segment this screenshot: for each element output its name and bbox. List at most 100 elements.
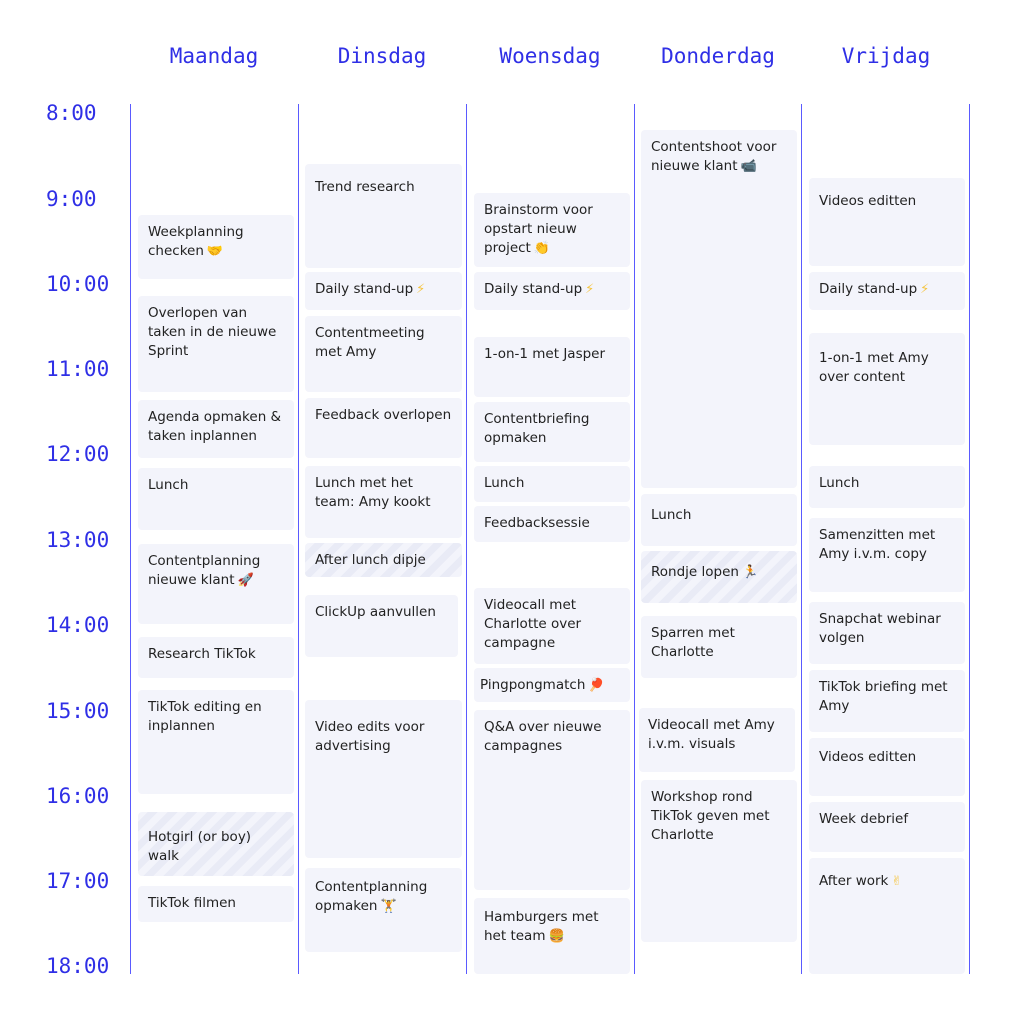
event-card[interactable]: Video edits voor advertising [305, 700, 462, 858]
event-label: Feedbacksessie [484, 515, 590, 531]
event-label: Trend research [315, 179, 415, 195]
event-label: Snapchat webinar volgen [819, 611, 941, 646]
event-label: Contentshoot voor nieuwe klant [651, 139, 777, 174]
event-label: Hamburgers met het team [484, 909, 599, 944]
column-divider [969, 104, 970, 974]
event-card[interactable]: Contentplanning opmaken🏋 [305, 868, 462, 952]
lightning-icon: ⚡ [920, 282, 930, 297]
event-label: TikTok briefing met Amy [819, 679, 948, 714]
event-card[interactable]: Feedback overlopen [305, 398, 462, 458]
event-card[interactable]: Contentshoot voor nieuwe klant📹 [641, 130, 797, 488]
event-label: Lunch [651, 507, 692, 523]
lightning-icon: ⚡ [416, 282, 426, 297]
event-card[interactable]: Hamburgers met het team🍔 [474, 898, 630, 974]
event-card[interactable]: Videocall met Charlotte over campagne [474, 588, 630, 664]
event-label: Overlopen van taken in de nieuwe Sprint [148, 305, 277, 359]
running-icon: 🏃 [741, 565, 759, 580]
event-card[interactable]: 1-on-1 met Jasper [474, 337, 630, 397]
event-card[interactable]: Lunch [474, 466, 630, 502]
event-card[interactable]: Contentbriefing opmaken [474, 402, 630, 462]
event-card[interactable]: Lunch [809, 466, 965, 508]
event-card[interactable]: Rondje lopen🏃 [641, 551, 797, 603]
time-label-8: 8:00 [46, 101, 97, 125]
event-label: 1-on-1 met Amy over content [819, 350, 929, 385]
event-card[interactable]: Weekplanning checken🤝 [138, 215, 294, 279]
event-label: Daily stand-up [315, 281, 414, 297]
event-card[interactable]: Daily stand-up⚡ [809, 272, 965, 310]
event-label: Research TikTok [148, 646, 256, 662]
event-card[interactable]: After lunch dipje [305, 543, 462, 577]
day-header-woensdag: Woensdag [499, 44, 601, 68]
event-card[interactable]: Videos editten [809, 738, 965, 796]
event-label: Brainstorm voor opstart nieuw project [484, 202, 593, 256]
event-label: Video edits voor advertising [315, 719, 425, 754]
event-card[interactable]: After work✌ [809, 858, 965, 974]
event-card[interactable]: Contentplanning nieuwe klant🚀 [138, 544, 294, 624]
column-divider [634, 104, 635, 974]
event-label: Weekplanning checken [148, 224, 244, 259]
event-card[interactable]: Research TikTok [138, 637, 294, 678]
event-card[interactable]: Lunch [138, 468, 294, 530]
victory-hand-icon: ✌ [891, 874, 903, 889]
event-card[interactable]: Samenzitten met Amy i.v.m. copy [809, 518, 965, 592]
event-label: TikTok filmen [148, 895, 236, 911]
event-label: ClickUp aanvullen [315, 604, 436, 620]
time-label-10: 10:00 [46, 272, 110, 296]
column-divider [298, 104, 299, 974]
time-label-16: 16:00 [46, 784, 110, 808]
event-label: Lunch [148, 477, 189, 493]
event-label: Hotgirl (or boy) walk [148, 829, 252, 864]
event-card[interactable]: TikTok editing en inplannen [138, 690, 294, 794]
lightning-icon: ⚡ [585, 282, 595, 297]
event-card[interactable]: Workshop rond TikTok geven met Charlotte [641, 780, 797, 942]
event-card[interactable]: Contentmeeting met Amy [305, 316, 462, 392]
event-card[interactable]: Lunch met het team: Amy kookt [305, 466, 462, 538]
day-header-dinsdag: Dinsdag [337, 44, 427, 68]
event-label: Pingpongmatch [480, 677, 586, 693]
event-label: Feedback overlopen [315, 407, 452, 423]
event-label: Daily stand-up [819, 281, 918, 297]
event-label: Lunch [484, 475, 525, 491]
day-header-donderdag: Donderdag [661, 44, 775, 68]
event-card[interactable]: TikTok filmen [138, 886, 294, 922]
column-divider [130, 104, 131, 974]
ping-pong-icon: 🏓 [588, 678, 605, 693]
event-card[interactable]: Q&A over nieuwe campagnes [474, 710, 630, 890]
event-label: 1-on-1 met Jasper [484, 346, 606, 362]
event-card[interactable]: Lunch [641, 494, 797, 546]
event-card[interactable]: Hotgirl (or boy) walk [138, 812, 294, 876]
gym-icon: 🏋 [380, 899, 397, 914]
event-label: Workshop rond TikTok geven met Charlotte [651, 789, 770, 843]
time-label-14: 14:00 [46, 613, 110, 637]
event-card[interactable]: Pingpongmatch🏓 [474, 668, 630, 702]
event-label: Sparren met Charlotte [651, 625, 735, 660]
event-card[interactable]: Videocall met Amy i.v.m. visuals [639, 708, 795, 772]
event-label: Lunch met het team: Amy kookt [315, 475, 431, 510]
event-label: Videos editten [819, 749, 917, 765]
column-divider [466, 104, 467, 974]
event-card[interactable]: Agenda opmaken & taken inplannen [138, 400, 294, 458]
event-label: Contentplanning nieuwe klant [148, 553, 261, 588]
time-label-13: 13:00 [46, 528, 110, 552]
event-card[interactable]: ClickUp aanvullen [305, 595, 458, 657]
event-label: Rondje lopen [651, 564, 739, 580]
rocket-icon: 🚀 [237, 573, 254, 588]
time-label-17: 17:00 [46, 869, 110, 893]
handshake-icon: 🤝 [206, 244, 224, 259]
event-label: Q&A over nieuwe campagnes [484, 719, 602, 754]
event-card[interactable]: Brainstorm voor opstart nieuw project👏 [474, 193, 630, 267]
event-card[interactable]: Sparren met Charlotte [641, 616, 797, 678]
event-card[interactable]: Trend research [305, 164, 462, 268]
event-card[interactable]: Daily stand-up⚡ [305, 272, 462, 310]
event-card[interactable]: Week debrief [809, 802, 965, 852]
event-card[interactable]: Videos editten [809, 178, 965, 266]
event-card[interactable]: 1-on-1 met Amy over content [809, 333, 965, 445]
event-card[interactable]: Daily stand-up⚡ [474, 272, 630, 310]
event-card[interactable]: Overlopen van taken in de nieuwe Sprint [138, 296, 294, 392]
event-card[interactable]: TikTok briefing met Amy [809, 670, 965, 732]
event-card[interactable]: Feedbacksessie [474, 506, 630, 542]
event-card[interactable]: Snapchat webinar volgen [809, 602, 965, 664]
column-divider [801, 104, 802, 974]
day-header-vrijdag: Vrijdag [841, 44, 931, 68]
event-label: Lunch [819, 475, 860, 491]
